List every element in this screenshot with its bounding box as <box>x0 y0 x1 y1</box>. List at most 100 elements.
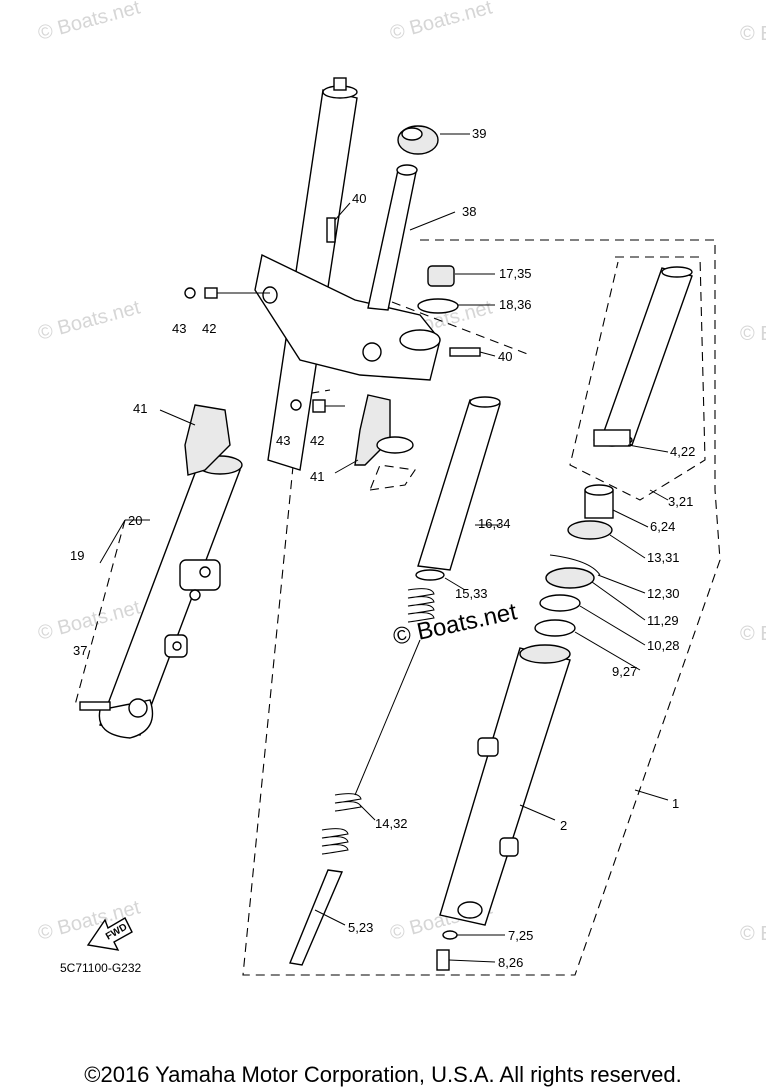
callout-41: 41 <box>133 401 147 416</box>
callout-40: 40 <box>352 191 366 206</box>
bracket-bore-left <box>262 286 278 304</box>
watermark: © Boats.net <box>36 296 143 344</box>
callout-39: 39 <box>472 126 486 141</box>
spacer-top <box>469 396 501 408</box>
outer-boss <box>499 837 519 857</box>
outer-axle <box>457 901 483 919</box>
bracket-ring <box>376 436 414 454</box>
stem-tube <box>367 169 417 311</box>
tube-cap-bolt <box>333 77 347 91</box>
bolt-42-upper <box>204 287 218 299</box>
callout-3-21: 3,21 <box>668 494 693 509</box>
copyright-notice: ©2016 Yamaha Motor Corporation, U.S.A. A… <box>84 1062 682 1087</box>
washer-13 <box>567 520 613 540</box>
watermark: © Boats.net <box>388 0 495 45</box>
stem-top <box>396 164 418 176</box>
oil-seal-11 <box>545 567 595 589</box>
outer-tube-2 <box>439 647 571 926</box>
callout-4-22: 4,22 <box>670 444 695 459</box>
fork-internals <box>289 265 693 971</box>
dust-seal-9 <box>534 619 576 637</box>
bracket-bore-right <box>399 329 441 351</box>
outline-outer-tube-left <box>74 519 126 706</box>
callout-10-28: 10,28 <box>647 638 680 653</box>
under-bracket <box>254 253 441 381</box>
callout-19: 19 <box>70 548 84 563</box>
o-ring-18 <box>417 298 459 314</box>
seal-10 <box>539 594 581 612</box>
assembly-outlines <box>74 239 721 976</box>
fwd-arrow: FWD <box>86 917 133 951</box>
inner-tube-3 <box>601 267 693 446</box>
callout-38: 38 <box>462 204 476 219</box>
spring-body <box>354 639 421 796</box>
callout-12-30: 12,30 <box>647 586 680 601</box>
bolt-42-lower <box>312 399 326 413</box>
bracket-bore-center <box>362 342 382 362</box>
inner-tube-top <box>661 266 693 278</box>
fasteners <box>79 217 481 711</box>
callouts: 39 38 40 17,35 18,36 40 43 42 43 42 41 4… <box>70 126 695 970</box>
watermark: © Boats.net <box>36 596 143 644</box>
callout-13-31: 13,31 <box>647 550 680 565</box>
boss-hole <box>172 641 182 651</box>
fwd-arrow-shape <box>86 917 133 951</box>
axle-hole <box>128 698 148 718</box>
callout-15-33: 15,33 <box>455 586 488 601</box>
washer-7 <box>442 930 458 940</box>
rebound-spring <box>321 828 349 855</box>
callout-17-35: 17,35 <box>499 266 532 281</box>
bolt-40-top <box>326 217 336 243</box>
watermark: © Boats.net <box>740 323 766 345</box>
callout-14-32: 14,32 <box>375 816 408 831</box>
callout-43: 43 <box>276 433 290 448</box>
outer-boss <box>477 737 499 757</box>
slide-metal-top <box>584 484 614 496</box>
washer-43-lower <box>290 399 302 411</box>
callout-11-29: 11,29 <box>647 613 679 628</box>
callout-41: 41 <box>310 469 324 484</box>
spring-bottom-coils <box>334 793 362 812</box>
steering-stem <box>367 125 439 311</box>
oil-seal-bore <box>401 127 423 141</box>
reflector-bracket-left <box>184 404 231 476</box>
watermark: © Boats.net <box>740 923 766 945</box>
callout-37: 37 <box>73 643 87 658</box>
washer-43-upper <box>184 287 196 299</box>
callout-5-23: 5,23 <box>348 920 373 935</box>
callout-6-24: 6,24 <box>650 519 675 534</box>
lower-slider <box>99 459 241 736</box>
callout-16-34: 16,34 <box>478 516 511 531</box>
watermark: © Boats.net <box>740 23 766 45</box>
slide-metal-6 <box>584 489 614 519</box>
bushing-4 <box>593 429 631 447</box>
callout-20: 20 <box>128 513 142 528</box>
leader-lines <box>99 133 669 963</box>
callout-40: 40 <box>498 349 512 364</box>
callout-2: 2 <box>560 818 567 833</box>
callout-42: 42 <box>202 321 216 336</box>
bolt-40-side <box>449 347 481 357</box>
callout-7-25: 7,25 <box>508 928 533 943</box>
damper-rod-5 <box>289 869 344 966</box>
spring-top-coils <box>407 588 435 623</box>
reflector-bracket-right <box>354 394 391 466</box>
watermark: © Boats.net <box>740 623 766 645</box>
callout-42: 42 <box>310 433 324 448</box>
diagram-code: 5C71100-G232 <box>60 961 141 975</box>
callout-18-36: 18,36 <box>499 297 532 312</box>
callout-8-26: 8,26 <box>498 955 523 970</box>
spacer-16 <box>417 399 501 571</box>
outline-bracket <box>369 464 416 491</box>
bolt-8 <box>436 949 450 971</box>
washer-15 <box>415 569 445 581</box>
outer-tube-top <box>519 644 571 664</box>
clip-12 <box>549 554 601 576</box>
callout-1: 1 <box>672 796 679 811</box>
boss-hole <box>199 566 211 578</box>
boss-hole <box>189 589 201 601</box>
callout-43: 43 <box>172 321 186 336</box>
callout-9-27: 9,27 <box>612 664 637 679</box>
cap-bolt-17 <box>427 265 455 287</box>
